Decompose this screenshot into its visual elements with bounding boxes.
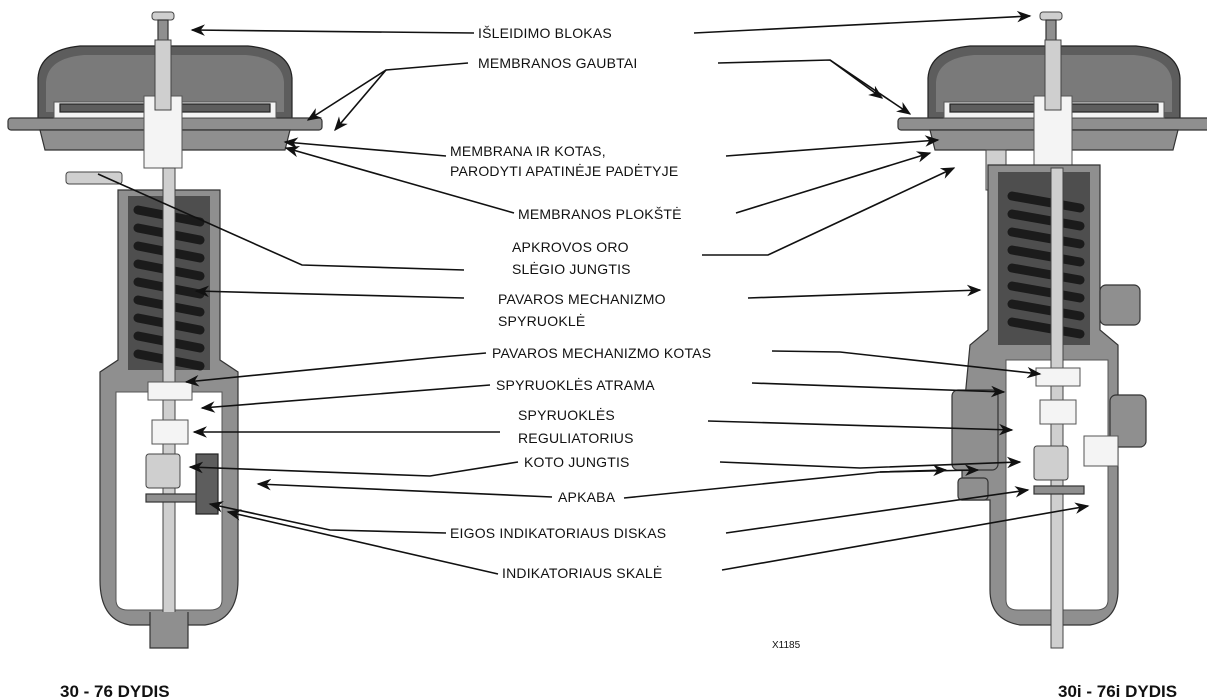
caption-left: 30 - 76 DYDIS xyxy=(60,682,170,700)
label-diaphragm-plate: MEMBRANOS PLOKŠTĖ xyxy=(518,205,682,222)
leader-lines xyxy=(97,10,1090,575)
label-actuator-spring-line1: PAVAROS MECHANIZMO xyxy=(498,291,666,307)
label-diaphragm-stem-line1: MEMBRANA IR KOTAS, xyxy=(450,143,606,159)
label-indicator-scale: INDIKATORIAUS SKALĖ xyxy=(502,564,662,581)
callout-labels: IŠLEIDIMO BLOKAS MEMBRANOS GAUBTAI MEMBR… xyxy=(60,25,1177,700)
label-spring-adjustor-line2: REGULIATORIUS xyxy=(518,430,634,446)
label-actuator-spring-line2: SPYRUOKLĖ xyxy=(498,312,585,329)
label-loading-connection-line2: SLĖGIO JUNGTIS xyxy=(512,260,631,277)
label-yoke: APKABA xyxy=(558,489,616,505)
label-vent: IŠLEIDIMO BLOKAS xyxy=(478,25,612,41)
label-spring-adjustor-line1: SPYRUOKLĖS xyxy=(518,406,615,423)
right-actuator-illustration xyxy=(897,11,1207,649)
label-stem-connector: KOTO JUNGTIS xyxy=(524,454,630,470)
drawing-code: X1185 xyxy=(772,640,801,651)
label-diaphragm-stem-line2: PARODYTI APATINĖJE PADĖTYJE xyxy=(450,162,678,179)
label-travel-indicator-disk: EIGOS INDIKATORIAUS DISKAS xyxy=(450,525,666,541)
left-actuator-illustration xyxy=(7,11,323,649)
label-diaphragm-casings: MEMBRANOS GAUBTAI xyxy=(478,55,638,71)
caption-right: 30i - 76i DYDIS xyxy=(1058,682,1177,700)
label-loading-connection-line1: APKROVOS ORO xyxy=(512,239,629,255)
label-actuator-stem: PAVAROS MECHANIZMO KOTAS xyxy=(492,345,711,361)
label-spring-seat: SPYRUOKLĖS ATRAMA xyxy=(496,376,655,393)
